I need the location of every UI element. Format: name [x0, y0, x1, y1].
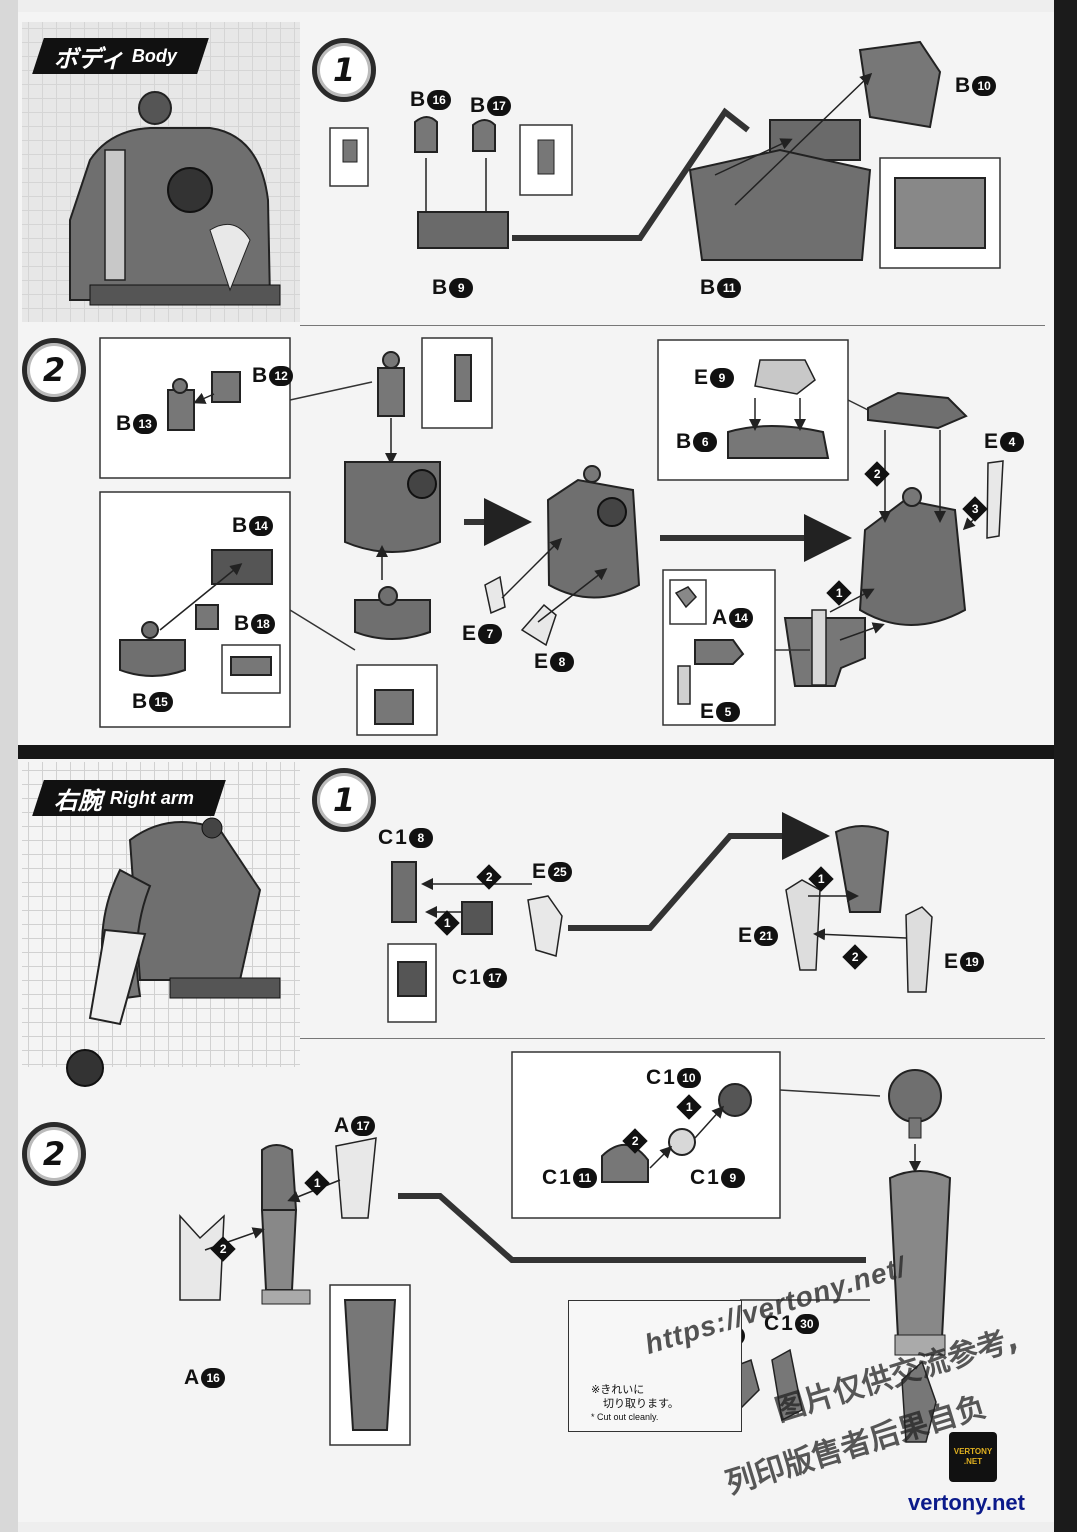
part-label-a16: A 16	[184, 1366, 226, 1390]
body-step1-badge: 1	[312, 38, 376, 102]
part-label-b15: B 15	[132, 690, 174, 714]
part-label-b10: B 10	[955, 74, 997, 98]
part-label-c19: C 1 9	[690, 1166, 745, 1190]
part-label-e21: E 21	[738, 924, 779, 948]
part-label-b17: B 17	[470, 94, 512, 118]
section-divider	[18, 745, 1054, 759]
arm-section-header: 右腕 Right arm	[32, 780, 226, 816]
vertony-site-text: vertony.net	[908, 1490, 1025, 1515]
part-label-a14: A 14	[712, 606, 754, 630]
part-label-e7: E 7	[462, 622, 503, 646]
part-label-e4: E 4	[984, 430, 1025, 454]
arm-step2-badge: 2	[22, 1122, 86, 1186]
part-label-b9: B 9	[432, 276, 474, 300]
part-label-b11: B 11	[700, 276, 742, 300]
part-label-e5: E 5	[700, 700, 741, 724]
part-label-b14: B 14	[232, 514, 274, 538]
body-step2-badge: 2	[22, 338, 86, 402]
body-title-en: Body	[132, 45, 178, 66]
part-label-b12: B 12	[252, 364, 294, 388]
cut-note-box: ※きれいに 切り取ります。 * Cut out cleanly.	[568, 1300, 742, 1432]
arm-title-jp: 右腕	[54, 787, 102, 815]
vertony-logo: VERTONY .NET	[949, 1432, 997, 1482]
part-label-c130: C 1 30	[764, 1312, 819, 1336]
arm-step1-badge: 1	[312, 768, 376, 832]
page-left-edge	[0, 0, 18, 1532]
page-right-edge	[1054, 0, 1077, 1532]
part-label-e19: E 19	[944, 950, 985, 974]
part-label-b6: B 6	[676, 430, 718, 454]
body-section-header: ボディ Body	[32, 38, 210, 74]
part-label-e9: E 9	[694, 366, 735, 390]
arm-step-divider	[300, 1038, 1045, 1039]
part-label-c18: C 1 8	[378, 826, 433, 850]
part-label-e25: E 25	[532, 860, 573, 884]
part-label-b16: B 16	[410, 88, 452, 112]
arm-title-en: Right arm	[110, 787, 195, 808]
part-label-a17: A 17	[334, 1114, 376, 1138]
body-step-divider	[300, 325, 1045, 326]
part-label-b13: B 13	[116, 412, 158, 436]
cut-note-en: * Cut out cleanly.	[591, 1412, 659, 1422]
part-label-c17: C 1 17	[452, 966, 507, 990]
cut-note-jp: ※きれいに 切り取ります。	[591, 1383, 679, 1410]
part-label-c110: C 1 10	[646, 1066, 701, 1090]
part-label-e8: E 8	[534, 650, 575, 674]
body-title-jp: ボディ	[54, 45, 125, 73]
part-label-c111: C 1 11	[542, 1166, 597, 1190]
part-label-b18: B 18	[234, 612, 276, 636]
